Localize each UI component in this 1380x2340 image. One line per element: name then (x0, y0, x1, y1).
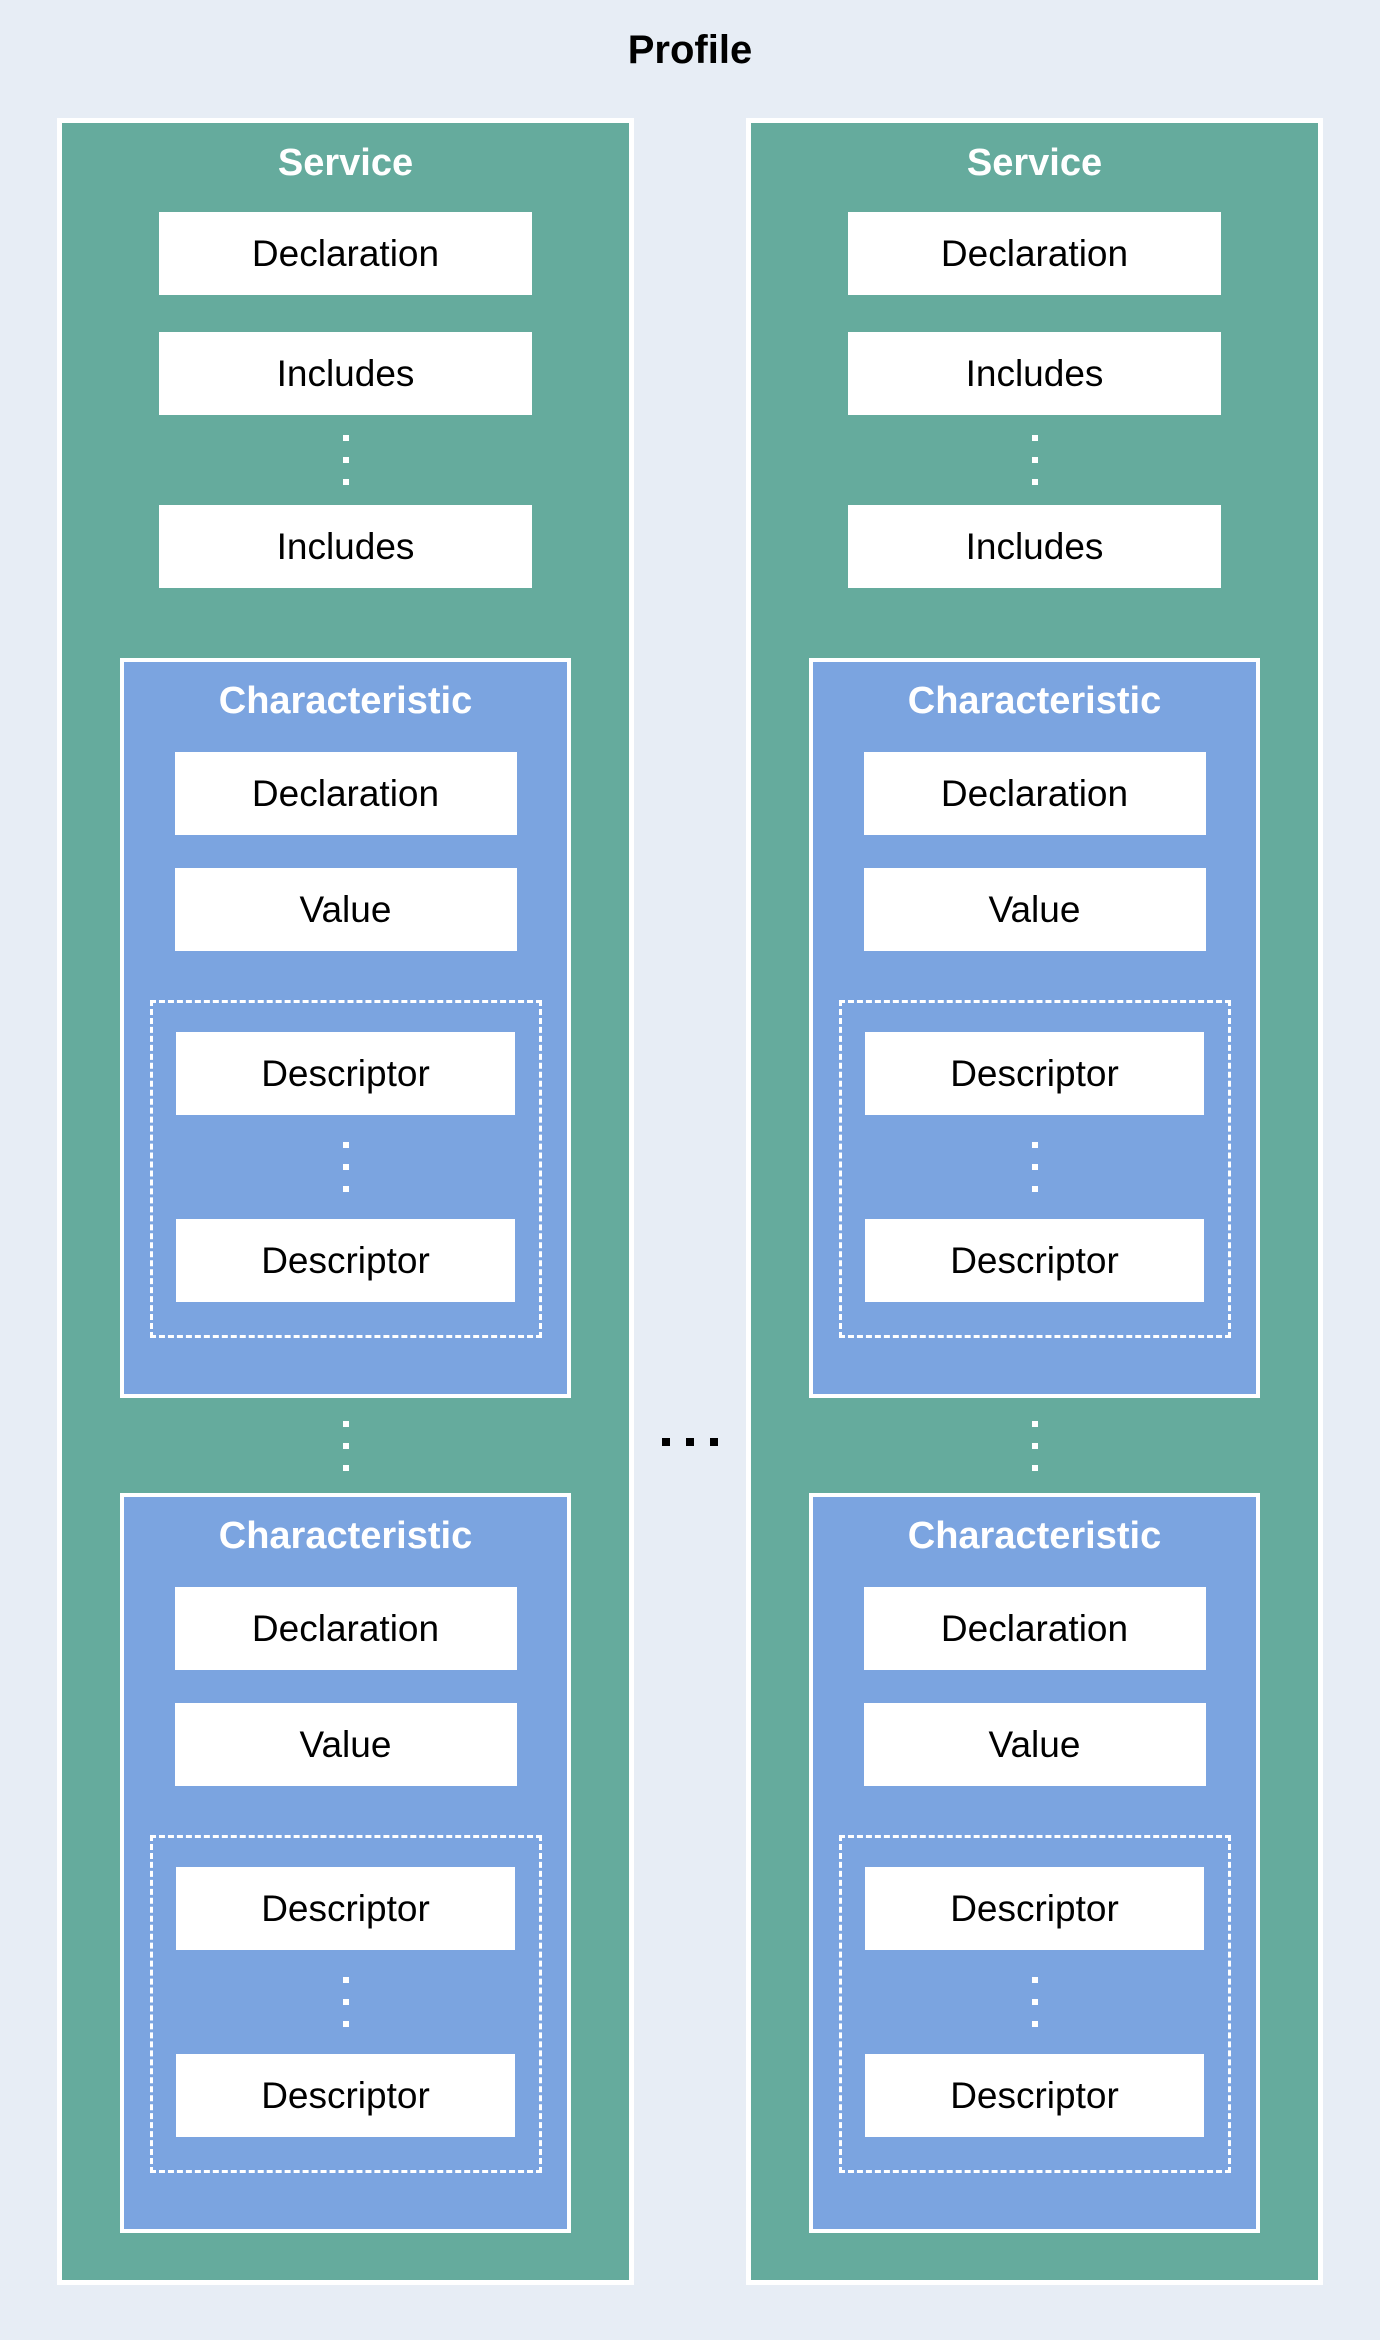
ellipsis-dot (1031, 1186, 1038, 1192)
ellipsis-dot (342, 1977, 349, 1983)
ellipsis-dot (342, 1186, 349, 1192)
descriptor-box: Descriptor (176, 1219, 515, 1302)
characteristic-title: Characteristic (907, 680, 1162, 722)
declaration-box: Declaration (174, 752, 517, 835)
vertical-ellipsis-icon (1031, 1950, 1038, 2054)
characteristic-title: Characteristic (218, 680, 473, 722)
declaration-box: Declaration (174, 1587, 517, 1670)
service-title: Service (277, 142, 414, 184)
ellipsis-dot (342, 479, 349, 485)
services-row: Service Declaration Includes Includes Ch… (0, 118, 1380, 2285)
characteristic-box: Characteristic Declaration Value Descrip… (120, 658, 571, 1398)
includes-box: Includes (848, 332, 1221, 415)
ellipsis-dot (342, 1464, 349, 1471)
vertical-ellipsis-icon (1031, 1115, 1038, 1219)
ellipsis-dot (686, 1438, 694, 1446)
horizontal-ellipsis-icon (662, 1438, 718, 1446)
service-box: Service Declaration Includes Includes Ch… (746, 118, 1323, 2285)
characteristic-title: Characteristic (218, 1515, 473, 1557)
value-box: Value (863, 868, 1206, 951)
ellipsis-dot (1031, 1164, 1038, 1170)
includes-box: Includes (848, 505, 1221, 588)
service-box: Service Declaration Includes Includes Ch… (57, 118, 634, 2285)
ellipsis-dot (342, 2021, 349, 2027)
descriptor-box: Descriptor (865, 1867, 1204, 1950)
declaration-box: Declaration (848, 212, 1221, 295)
ellipsis-dot (342, 1142, 349, 1148)
ellipsis-dot (342, 1420, 349, 1427)
declaration-box: Declaration (159, 212, 532, 295)
ellipsis-dot (342, 457, 349, 463)
ellipsis-dot (662, 1438, 670, 1446)
ellipsis-dot (1031, 1999, 1038, 2005)
vertical-ellipsis-icon (342, 1950, 349, 2054)
ellipsis-dot (1031, 457, 1038, 463)
ellipsis-dot (710, 1438, 718, 1446)
includes-box: Includes (159, 332, 532, 415)
ellipsis-dot (1031, 1464, 1038, 1471)
value-box: Value (863, 1703, 1206, 1786)
descriptor-box: Descriptor (176, 1032, 515, 1115)
vertical-ellipsis-icon (1031, 415, 1038, 505)
ellipsis-dot (1031, 1142, 1038, 1148)
declaration-box: Declaration (863, 1587, 1206, 1670)
service-title: Service (966, 142, 1103, 184)
descriptor-group: Descriptor Descriptor (149, 1835, 542, 2173)
descriptor-group: Descriptor Descriptor (149, 1000, 542, 1338)
ellipsis-dot (1031, 1420, 1038, 1427)
ellipsis-dot (342, 1164, 349, 1170)
ellipsis-dot (342, 1442, 349, 1449)
descriptor-box: Descriptor (176, 1867, 515, 1950)
ellipsis-dot (1031, 1442, 1038, 1449)
descriptor-box: Descriptor (176, 2054, 515, 2137)
vertical-ellipsis-icon (342, 1115, 349, 1219)
ellipsis-dot (342, 1999, 349, 2005)
ellipsis-dot (1031, 435, 1038, 441)
characteristic-box: Characteristic Declaration Value Descrip… (809, 1493, 1260, 2233)
characteristic-box: Characteristic Declaration Value Descrip… (809, 658, 1260, 1398)
ellipsis-dot (1031, 1977, 1038, 1983)
vertical-ellipsis-icon (1031, 1398, 1038, 1493)
services-gap (634, 118, 746, 2285)
declaration-box: Declaration (863, 752, 1206, 835)
vertical-ellipsis-icon (342, 415, 349, 505)
includes-box: Includes (159, 505, 532, 588)
value-box: Value (174, 1703, 517, 1786)
ellipsis-dot (1031, 2021, 1038, 2027)
ellipsis-dot (342, 435, 349, 441)
descriptor-box: Descriptor (865, 2054, 1204, 2137)
descriptor-box: Descriptor (865, 1219, 1204, 1302)
page-title: Profile (627, 28, 753, 72)
descriptor-box: Descriptor (865, 1032, 1204, 1115)
vertical-ellipsis-icon (342, 1398, 349, 1493)
ellipsis-dot (1031, 479, 1038, 485)
descriptor-group: Descriptor Descriptor (838, 1835, 1231, 2173)
characteristic-box: Characteristic Declaration Value Descrip… (120, 1493, 571, 2233)
characteristic-title: Characteristic (907, 1515, 1162, 1557)
descriptor-group: Descriptor Descriptor (838, 1000, 1231, 1338)
value-box: Value (174, 868, 517, 951)
